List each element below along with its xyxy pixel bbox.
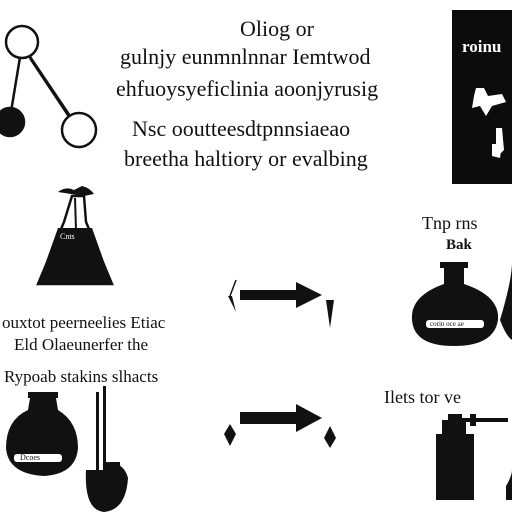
middle-text-line-1: ouxtot peerneelies Etiac bbox=[2, 313, 166, 332]
silhouette-icon bbox=[472, 88, 506, 158]
dark-illustration-panel bbox=[452, 10, 512, 184]
bottom-flask-label: Dcoes bbox=[20, 453, 40, 462]
panel-label: roinu bbox=[462, 37, 502, 56]
arrow-right-icon bbox=[224, 404, 336, 448]
round-flask-label: corin oce ae bbox=[430, 320, 464, 328]
molecule-icon bbox=[0, 24, 98, 149]
header-line-5: breetha haltiory or evalbing bbox=[124, 146, 368, 171]
bottom-right-label: Ilets tor ve bbox=[384, 387, 461, 407]
header-line-1: Oliog or bbox=[240, 16, 314, 41]
middle-text-line-3: Rypoab stakins slhacts bbox=[4, 367, 159, 386]
header-line-4: Nsc ooutteesdtpnnsiaeao bbox=[132, 116, 351, 141]
conical-flask-icon bbox=[36, 186, 114, 286]
middle-text-line-2: Eld Olaeunerfer the bbox=[14, 335, 149, 354]
right-heading-line-1: Tnp rns bbox=[422, 213, 478, 233]
cone-flask-label: Cnts bbox=[60, 232, 75, 241]
round-flask-icon bbox=[6, 386, 128, 512]
header-line-3: ehfuoysyeficlinia aoonjyrusig bbox=[116, 76, 379, 101]
header-line-2: gulnjy eunmnlnnar Iemtwod bbox=[120, 44, 371, 69]
right-heading-line-2: Bak bbox=[446, 237, 472, 253]
round-flask-icon bbox=[411, 262, 512, 346]
bottle-icon bbox=[436, 414, 512, 500]
arrow-right-icon bbox=[228, 279, 334, 328]
